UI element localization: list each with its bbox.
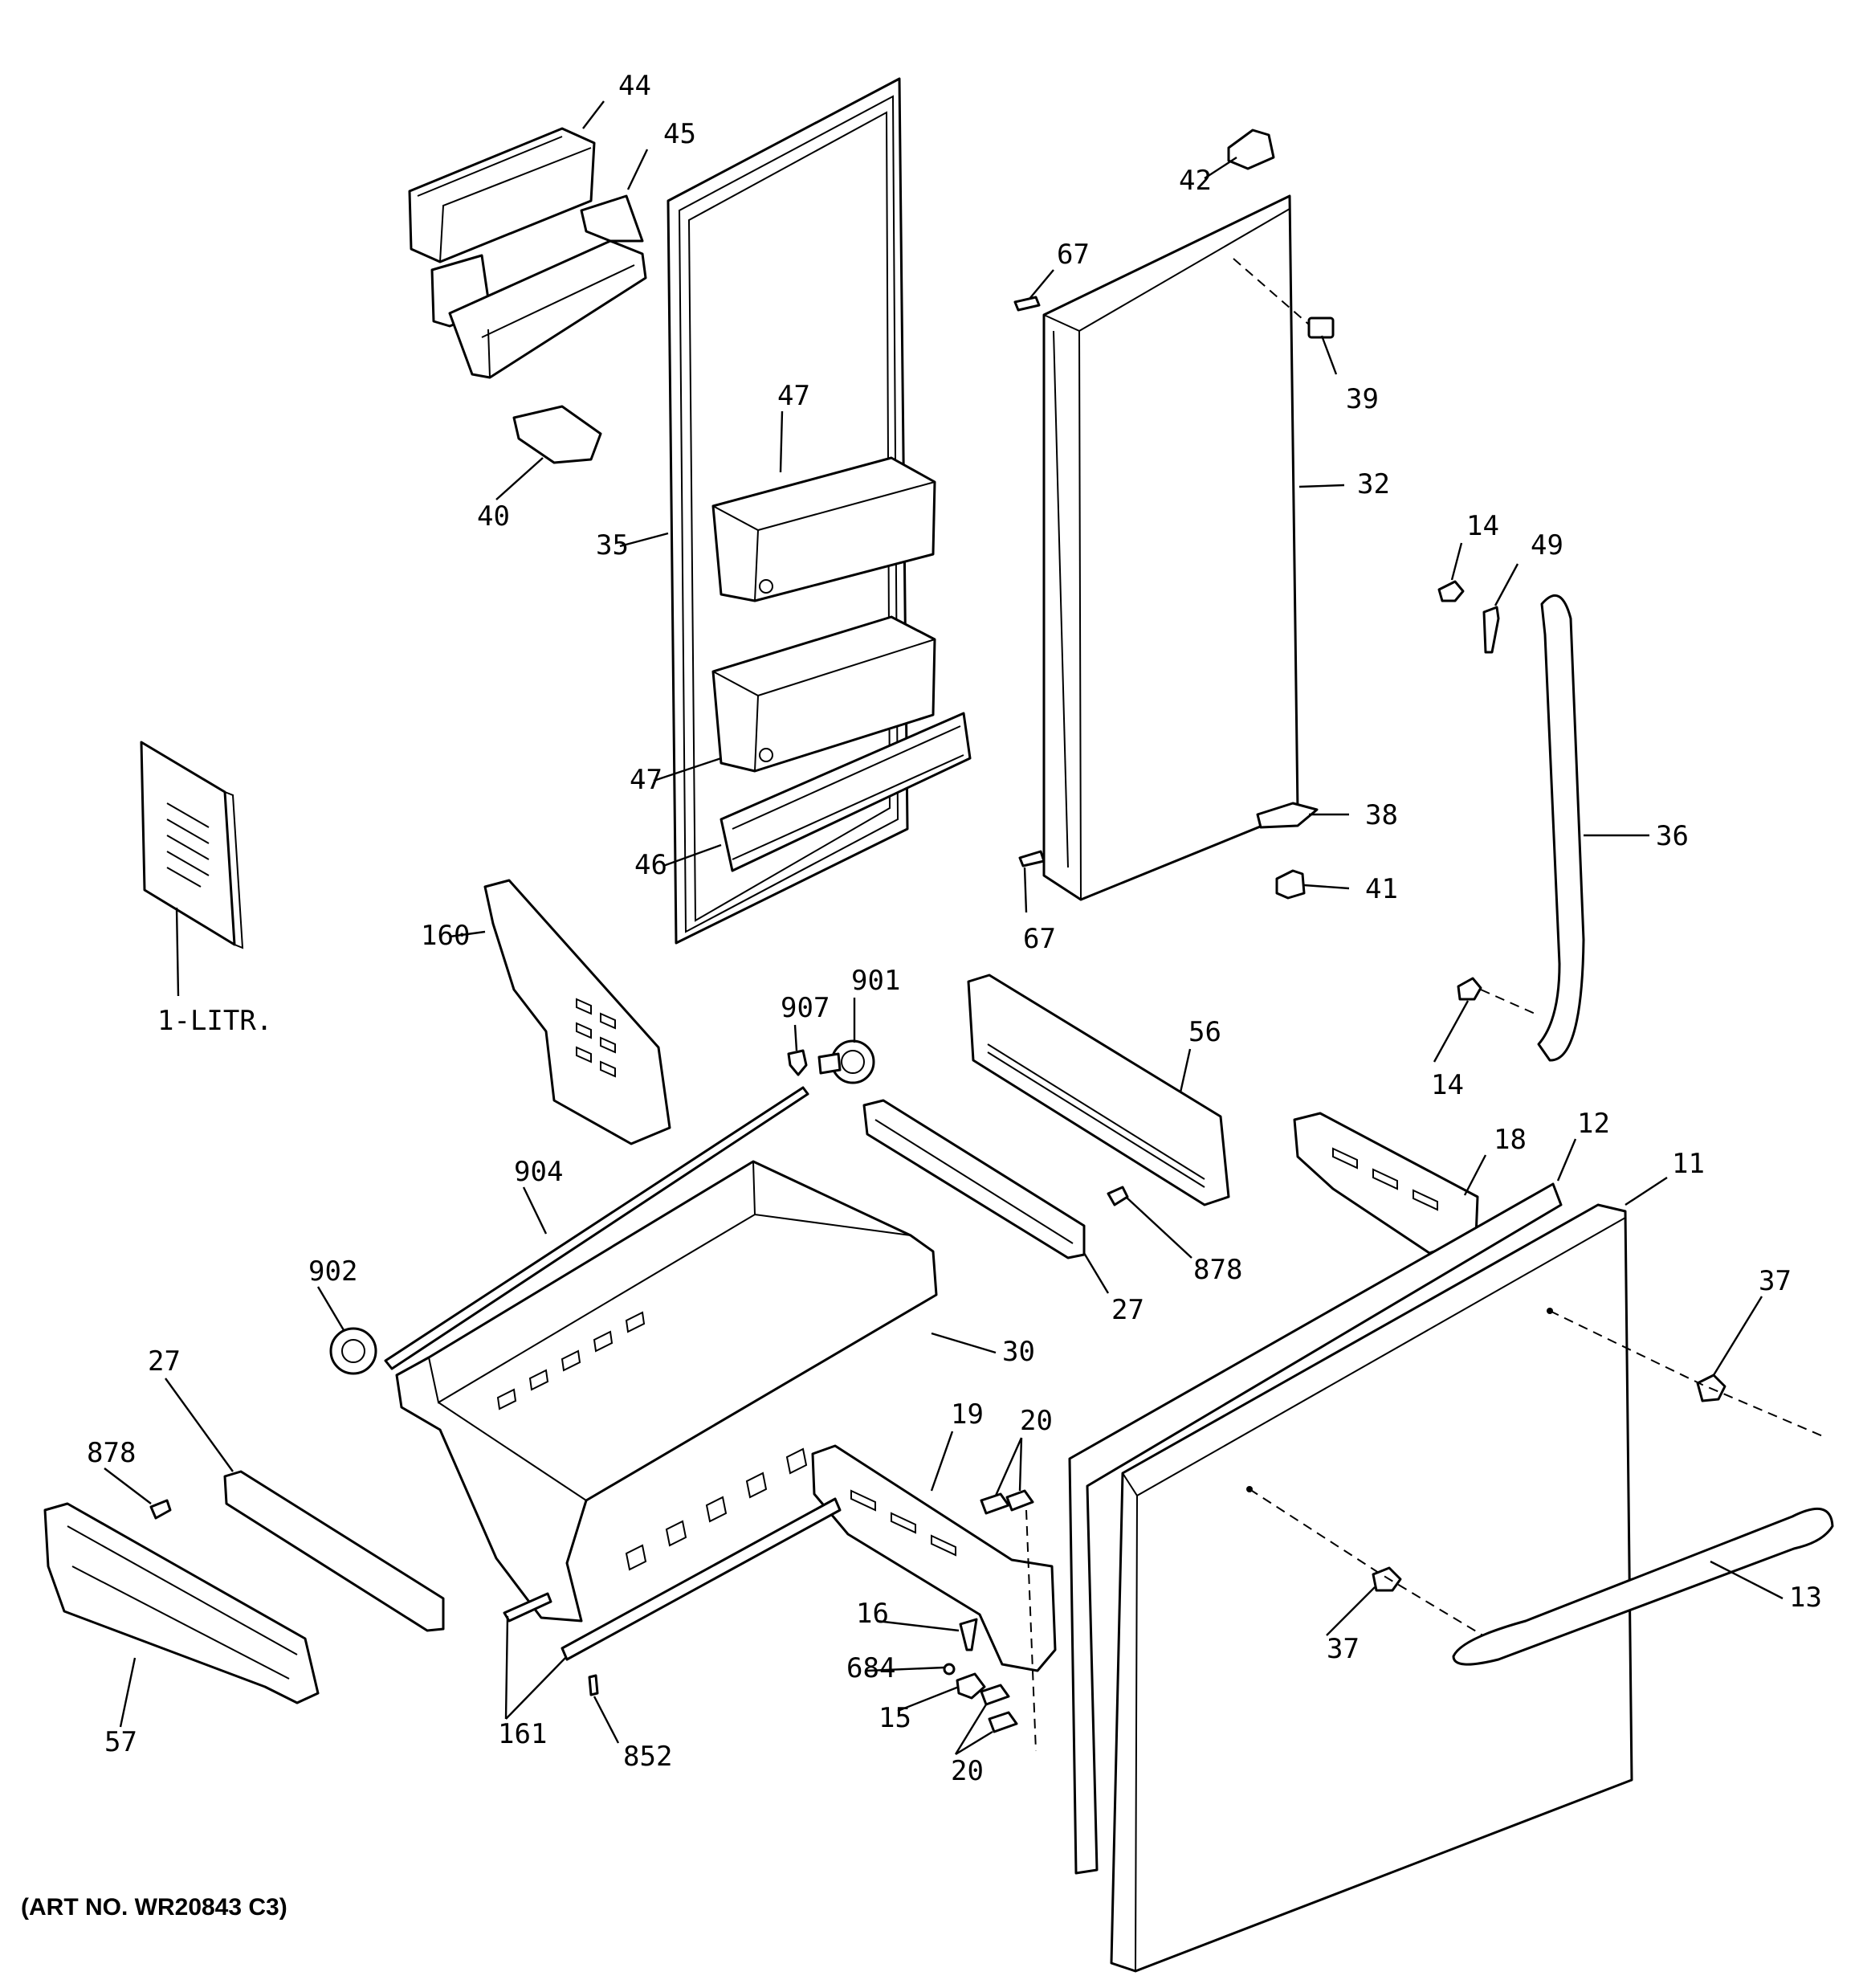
screw-lower-part-14 [1457, 977, 1482, 1001]
part-label-l41: 41 [1365, 873, 1398, 905]
part-label-l44: 44 [618, 70, 651, 102]
fresh-food-door-part-32 [1042, 194, 1299, 901]
part-label-l49: 49 [1531, 529, 1563, 561]
washer-part-684 [943, 1663, 956, 1676]
part-label-l160: 160 [421, 920, 470, 952]
rail-cover-part-56 [967, 974, 1230, 1206]
gear-part-902 [329, 1327, 377, 1375]
part-label-l32: 32 [1357, 468, 1390, 500]
basket-divider-part-160 [483, 879, 671, 1145]
part-label-l901: 901 [851, 965, 900, 997]
door-bin-upper-part-47 [711, 456, 936, 602]
screw-part-20-b [1005, 1489, 1034, 1512]
screw-part-20-a [980, 1492, 1010, 1515]
part-label-l57: 57 [104, 1726, 137, 1758]
leader-lines [104, 100, 1784, 1756]
part-label-l35: 35 [596, 529, 629, 561]
part-label-l11: 11 [1672, 1148, 1705, 1180]
screw-part-20-d [988, 1711, 1018, 1733]
part-15 [956, 1672, 986, 1700]
part-label-l13: 13 [1789, 1582, 1822, 1614]
part-label-l20b: 20 [951, 1755, 984, 1787]
part-label-l45: 45 [663, 118, 696, 150]
slide-rail-left-part-27 [223, 1470, 445, 1632]
part-label-l16: 16 [856, 1598, 889, 1630]
part-label-l36: 36 [1656, 820, 1689, 852]
door-bin-lower-part-47 [711, 615, 936, 773]
screw-upper-part-878 [1107, 1186, 1129, 1206]
part-label-l907: 907 [781, 992, 830, 1024]
bracket-part-19 [811, 1444, 1057, 1672]
part-label-l19: 19 [951, 1398, 984, 1431]
part-label-l46: 46 [634, 849, 667, 881]
part-label-l852: 852 [623, 1741, 672, 1773]
screw-part-16 [959, 1618, 978, 1651]
part-label-l904: 904 [514, 1156, 563, 1188]
screw-part-49 [1482, 606, 1500, 654]
bolt-lower-part-37 [1372, 1566, 1402, 1592]
screw-upper-part-14 [1437, 580, 1465, 602]
part-label-l37a: 37 [1759, 1265, 1792, 1297]
part-label-l39: 39 [1346, 383, 1379, 415]
shelf-rail-part-46 [720, 712, 972, 872]
part-label-l30: 30 [1002, 1336, 1035, 1368]
part-39 [1307, 316, 1335, 339]
part-label-l878a: 878 [1193, 1254, 1242, 1286]
part-label-l67a: 67 [1057, 239, 1090, 271]
freezer-door-part-11 [1110, 1203, 1633, 1973]
screw-part-20-c [980, 1684, 1010, 1706]
part-label-l161: 161 [498, 1718, 547, 1750]
part-label-l40: 40 [477, 500, 510, 533]
screw-lower-part-878 [149, 1499, 172, 1520]
part-907 [787, 1049, 808, 1076]
part-label-l684: 684 [846, 1652, 895, 1684]
bracket-part-18 [1293, 1112, 1479, 1255]
part-label-l27a: 27 [1111, 1294, 1144, 1326]
strip-part-161-b [561, 1497, 842, 1661]
part-label-l15: 15 [879, 1702, 911, 1734]
part-label-l37b: 37 [1327, 1633, 1360, 1665]
part-label-l12: 12 [1577, 1108, 1610, 1140]
lower-bracket-part-57 [43, 1502, 320, 1704]
hinge-bracket-part-38 [1256, 802, 1319, 829]
part-41 [1275, 869, 1306, 900]
rod-part-904 [384, 1086, 809, 1370]
art-number: (ART NO. WR20843 C3) [21, 1894, 287, 1921]
door-handle-part-36 [1537, 594, 1585, 1062]
part-label-l1litr: 1-LITR. [157, 1005, 272, 1037]
hinge-pin-lower-part-67 [1018, 850, 1046, 867]
part-label-l14b: 14 [1431, 1069, 1464, 1101]
hinge-cover-part-42 [1227, 129, 1275, 170]
part-label-l56: 56 [1188, 1016, 1221, 1048]
part-label-l14a: 14 [1466, 510, 1499, 542]
hinge-pin-upper-part-67 [1013, 296, 1041, 312]
part-label-l902: 902 [308, 1255, 357, 1288]
part-label-l18: 18 [1494, 1124, 1527, 1156]
gear-part-901 [817, 1039, 875, 1084]
part-label-l42: 42 [1179, 165, 1212, 197]
part-label-l47b: 47 [630, 764, 662, 796]
part-40 [512, 405, 602, 464]
freezer-handle-part-13 [1452, 1508, 1834, 1666]
part-number-labels: 44 45 42 67 39 47 40 35 32 14 49 47 38 46 36 41 67 160 901… [87, 70, 1822, 1787]
dairy-bin-part-45 [448, 194, 647, 379]
part-label-l67b: 67 [1023, 923, 1056, 955]
screw-part-852 [588, 1674, 599, 1696]
freezer-basket-part-30 [395, 1160, 938, 1623]
part-label-l878b: 878 [87, 1437, 136, 1469]
literature-pack-1-litr [140, 741, 244, 949]
part-label-l27b: 27 [148, 1345, 181, 1378]
part-label-l47a: 47 [777, 380, 810, 412]
freezer-door-gasket-part-12 [1068, 1182, 1563, 1875]
part-label-l20a: 20 [1020, 1405, 1053, 1437]
part-label-l38: 38 [1365, 799, 1398, 831]
